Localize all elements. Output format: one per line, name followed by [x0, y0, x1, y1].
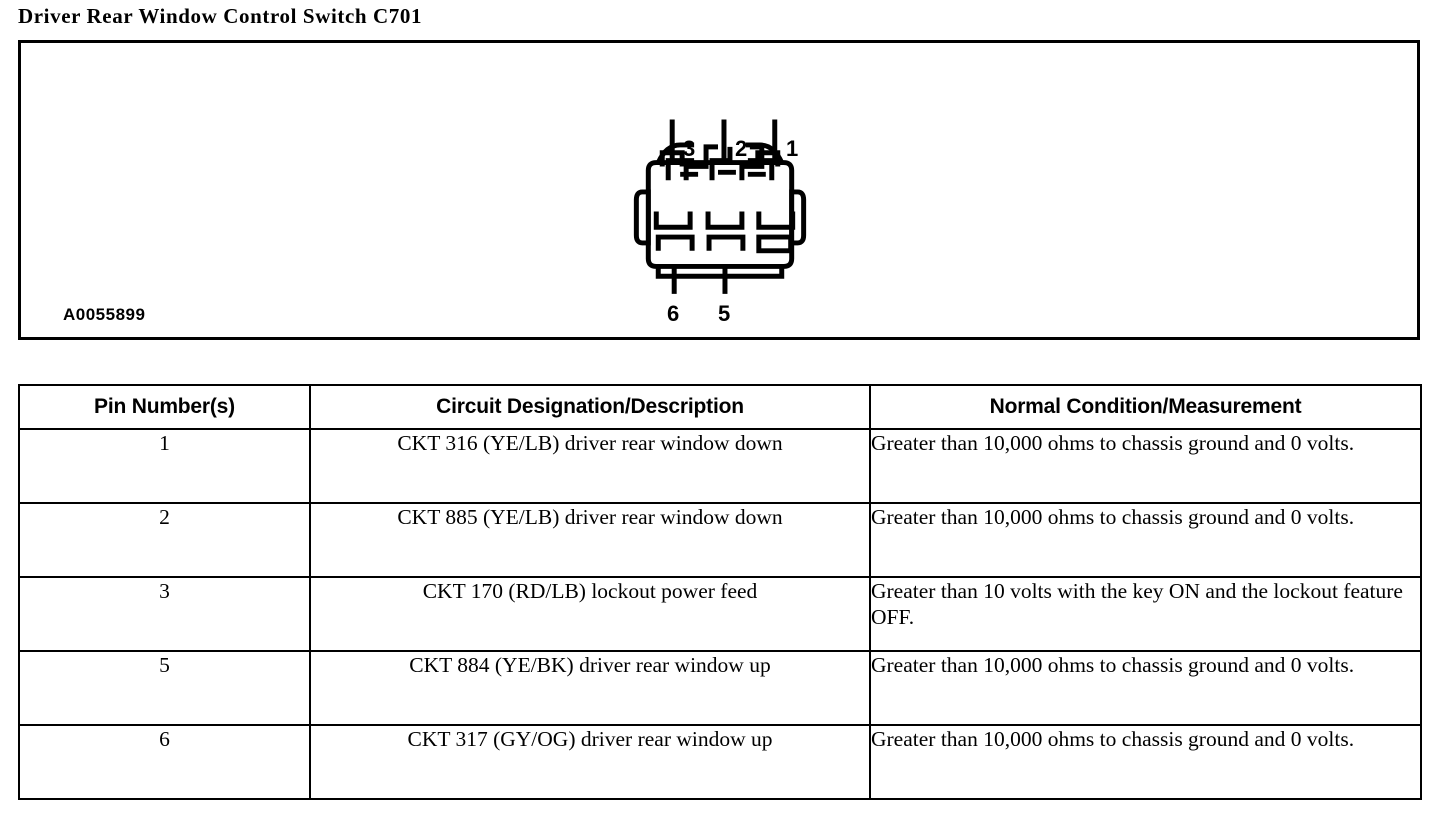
table-header-row: Pin Number(s) Circuit Designation/Descri… [18, 384, 1422, 430]
connector-diagram-box: 3 2 1 6 5 A0055899 [18, 40, 1420, 340]
cavity-unused-4 [756, 234, 794, 254]
page-title: Driver Rear Window Control Switch C701 [18, 4, 423, 28]
cell-circuit-description: CKT 317 (GY/OG) driver rear window up [309, 724, 871, 800]
cell-pin-number: 5 [18, 650, 311, 726]
cell-pin-number: 6 [18, 724, 311, 800]
pin-label-5: 5 [718, 301, 731, 326]
cavity-pin-3 [653, 211, 693, 230]
pin-label-1: 1 [786, 136, 799, 161]
cavity-pin-5 [706, 234, 746, 251]
column-header-pin-number: Pin Number(s) [18, 384, 311, 430]
connector-latch-detail [659, 144, 781, 181]
connector-right-tab [789, 189, 807, 246]
pin-label-6: 6 [667, 301, 680, 326]
cell-normal-condition: Greater than 10,000 ohms to chassis grou… [869, 502, 1422, 578]
pin-label-3: 3 [683, 136, 696, 161]
pin-label-2: 2 [735, 136, 748, 161]
cell-circuit-description: CKT 885 (YE/LB) driver rear window down [309, 502, 871, 578]
part-number-label: A0055899 [63, 305, 146, 324]
cavity-pin-1 [756, 211, 796, 230]
cell-pin-number: 3 [18, 576, 311, 652]
cavity-pin-2 [705, 211, 745, 230]
column-header-circuit: Circuit Designation/Description [309, 384, 871, 430]
cell-normal-condition: Greater than 10 volts with the key ON an… [869, 576, 1422, 652]
cell-normal-condition: Greater than 10,000 ohms to chassis grou… [869, 428, 1422, 504]
cavity-row-bottom [655, 234, 794, 254]
cell-circuit-description: CKT 884 (YE/BK) driver rear window up [309, 650, 871, 726]
cell-pin-number: 2 [18, 502, 311, 578]
connector-left-tab [633, 189, 651, 246]
pin-table-container: Pin Number(s) Circuit Designation/Descri… [18, 384, 1422, 800]
pin-table-head: Pin Number(s) Circuit Designation/Descri… [18, 384, 1422, 430]
connector-face-view [633, 119, 807, 294]
cell-circuit-description: CKT 316 (YE/LB) driver rear window down [309, 428, 871, 504]
cavity-row-top [653, 211, 796, 230]
cell-normal-condition: Greater than 10,000 ohms to chassis grou… [869, 650, 1422, 726]
cell-pin-number: 1 [18, 428, 311, 504]
cell-normal-condition: Greater than 10,000 ohms to chassis grou… [869, 724, 1422, 800]
pin-table: Pin Number(s) Circuit Designation/Descri… [18, 384, 1422, 800]
cell-circuit-description: CKT 170 (RD/LB) lockout power feed [309, 576, 871, 652]
column-header-condition: Normal Condition/Measurement [869, 384, 1422, 430]
cavity-pin-6 [655, 234, 695, 251]
connector-body-outline [645, 160, 795, 269]
connector-lower-lip [655, 266, 785, 279]
